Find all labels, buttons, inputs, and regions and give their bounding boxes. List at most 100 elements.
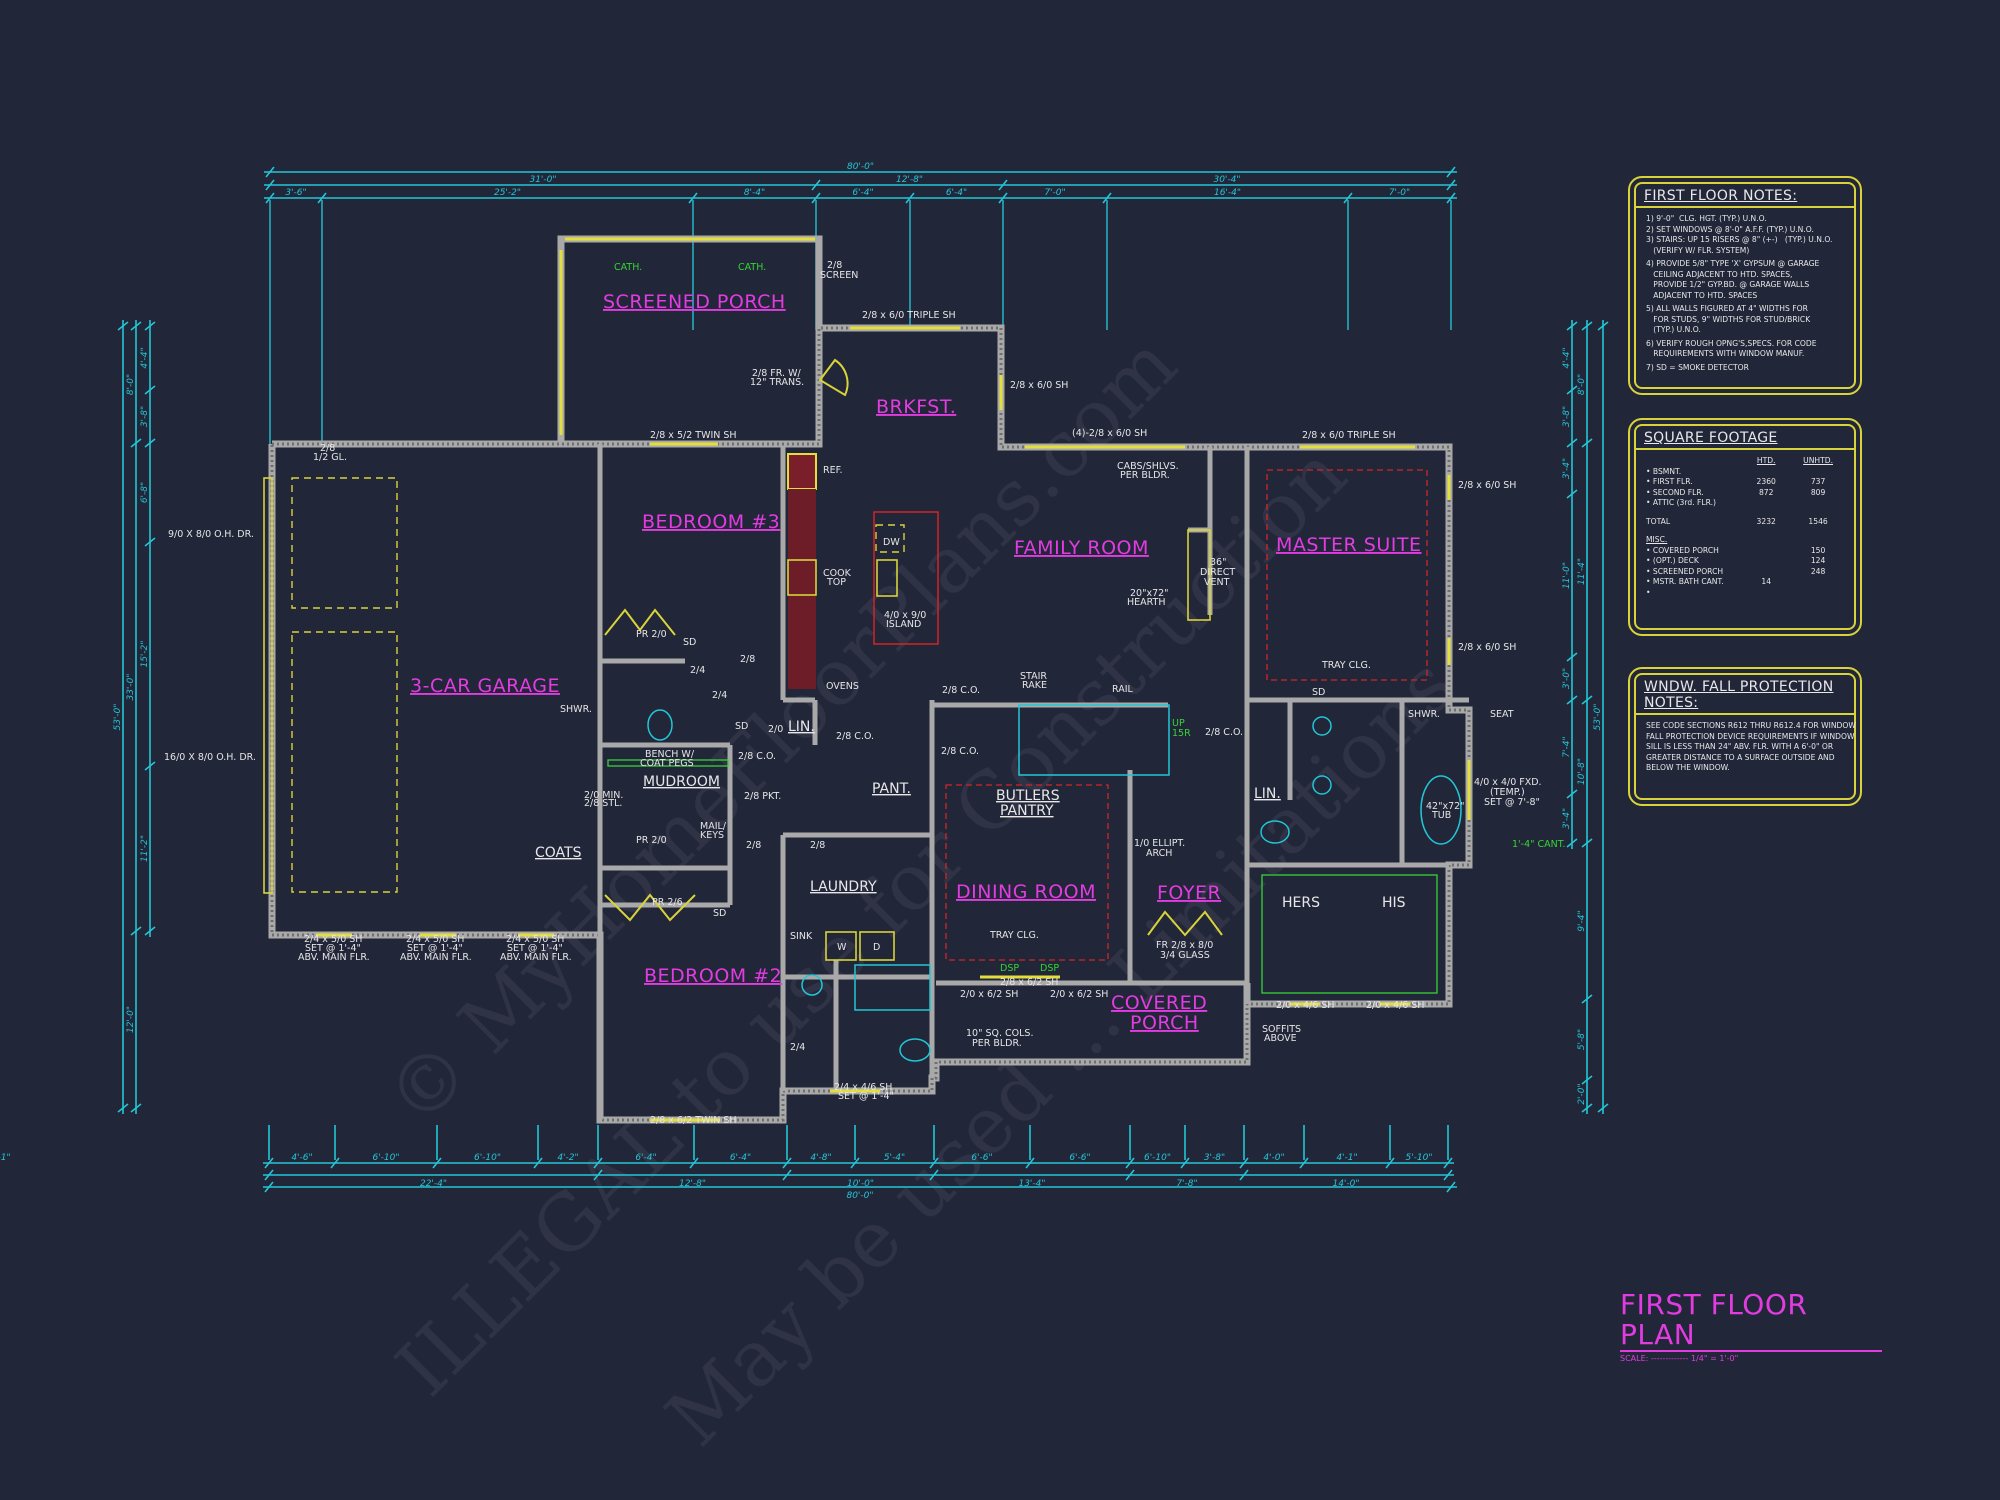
cath-note: CATH. xyxy=(614,262,642,273)
dimension-tick xyxy=(1566,789,1578,799)
dimension-label: 25'-2" xyxy=(494,188,521,198)
note: ISLAND xyxy=(886,619,921,630)
sqft-unhtd: 248 xyxy=(1810,566,1826,576)
dimension-tick xyxy=(130,1103,142,1113)
note-line: CEILING ADJACENT TO HTD. SPACES, xyxy=(1646,269,1793,279)
note-line: REQUIREMENTS WITH WINDOW MANUF. xyxy=(1646,349,1805,358)
note: 4/0 x 4/0 FXD. xyxy=(1474,777,1542,788)
note: 1/2 GL. xyxy=(313,452,347,463)
dimension-tick xyxy=(1566,695,1578,705)
dimension-tick xyxy=(998,179,1008,191)
note: 2/8 C.O. xyxy=(1205,727,1243,738)
fall-note-line: SEE CODE SECTIONS R612 THRU R612.4 FOR W… xyxy=(1646,721,1856,730)
note: DIRECT xyxy=(1200,567,1235,578)
dimension-tick xyxy=(1581,1103,1593,1113)
dimension-label: 5'-10" xyxy=(1405,1153,1432,1163)
dimension-tick xyxy=(330,1157,340,1169)
dryer-icon xyxy=(859,931,895,961)
note-line: 5) ALL WALLS FIGURED AT 4" WIDTHS FOR xyxy=(1646,304,1808,313)
note-line: 3) STAIRS: UP 15 RISERS @ 8" (+-) (TYP.)… xyxy=(1646,235,1833,244)
square-footage-title: SQUARE FOOTAGE xyxy=(1636,426,1854,450)
room-label-brkfst: BRKFST. xyxy=(876,396,956,418)
stair xyxy=(1018,704,1170,776)
dimension-tick xyxy=(1597,321,1609,331)
col-htd: HTD. xyxy=(1756,456,1776,465)
note-line: FOR STUDS, 9" WIDTHS FOR STUD/BRICK xyxy=(1646,314,1811,324)
first-floor-notes-panel: FIRST FLOOR NOTES: 1) 9'-0" CLG. HGT. (T… xyxy=(1628,176,1862,395)
up-note: UP xyxy=(1172,718,1185,729)
dimension-label: 4'-1" xyxy=(1336,1153,1357,1163)
note: 2/8 x 6/2 SH xyxy=(1000,977,1058,988)
sqft-unhtd xyxy=(1792,467,1844,478)
sqft-label: • FIRST FLR. xyxy=(1646,477,1693,486)
pr-door-icon-2 xyxy=(604,893,696,922)
dimension-tick xyxy=(593,1169,603,1181)
dimension-label: 6'-10" xyxy=(1144,1153,1171,1163)
smoke-detector: SD xyxy=(1312,687,1325,698)
note-line: 2) SET WINDOWS @ 8'-0" A.F.F. (TYP.) U.N… xyxy=(1646,224,1814,234)
note: KEYS xyxy=(700,830,724,841)
label-mudroom: MUDROOM xyxy=(643,774,720,790)
note: 2/4 x 5/0 SH xyxy=(506,934,564,945)
dimension-tick xyxy=(1125,1157,1135,1169)
cant-note: 1'-4" CANT. xyxy=(1512,839,1565,850)
note: 2/4 xyxy=(690,665,705,676)
dimension-label: 5'-4" xyxy=(884,1153,905,1163)
label-his: HIS xyxy=(1382,895,1406,911)
dimension-tick xyxy=(117,1103,129,1113)
note: 2/8 STL. xyxy=(584,798,622,809)
note: (4)-2/8 x 6/0 SH xyxy=(1072,428,1147,439)
plan-scale: SCALE: ------------- 1/4" = 1'-0" xyxy=(1620,1354,1739,1363)
room-label-bedroom-2: BEDROOM #2 xyxy=(644,965,782,987)
label-linen-1: LIN. xyxy=(788,719,815,735)
scale-value: 1/4" = 1'-0" xyxy=(1690,1354,1739,1363)
note: PR 2/6 xyxy=(652,897,683,908)
sqft-label: • BSMNT. xyxy=(1646,466,1682,476)
lavatory-icon xyxy=(801,974,823,996)
dimension-label: 16'-4" xyxy=(1214,188,1241,198)
label-butlers: BUTLERS xyxy=(996,788,1060,804)
dimension-label: 11'-4" xyxy=(1577,558,1587,585)
sqft-label: • SCREENED PORCH xyxy=(1646,566,1724,576)
dimension-tick xyxy=(432,1157,442,1169)
dimension-tick xyxy=(265,179,275,191)
dimension-label: 6'-4" xyxy=(635,1153,656,1163)
dimension-tick xyxy=(593,1157,603,1169)
dimension-label: 22'-4" xyxy=(420,1179,447,1189)
note: OVENS xyxy=(826,681,859,692)
brkfst-door-icon xyxy=(818,358,849,397)
label-laundry: LAUNDRY xyxy=(810,879,877,895)
dimension-tick xyxy=(1566,489,1578,499)
note: (TEMP.) xyxy=(1490,787,1525,798)
note: 2/4 x 5/0 SH xyxy=(304,934,362,945)
note: ABV. MAIN FLR. xyxy=(400,952,472,963)
dimension-tick xyxy=(1581,838,1593,848)
dining-tray-ceiling xyxy=(945,784,1109,961)
cath-note: CATH. xyxy=(738,262,766,273)
dimension-tick xyxy=(1239,1157,1249,1169)
note: ABOVE xyxy=(1264,1033,1297,1044)
refrigerator xyxy=(787,453,817,490)
bathtub-icon xyxy=(854,964,931,1011)
dimension-label: 12'-0" xyxy=(126,1006,136,1033)
sqft-row: • ATTIC (3rd. FLR.) xyxy=(1646,498,1844,509)
note: PR 2/0 xyxy=(636,629,667,640)
sqft-htd xyxy=(1740,498,1792,509)
dimension-label: 11'-0" xyxy=(1562,562,1572,589)
note: CABS/SHLVS. xyxy=(1117,461,1179,472)
smoke-detector: SD xyxy=(713,908,726,919)
sqft-label: • xyxy=(1646,587,1651,597)
note: RAIL xyxy=(1112,684,1134,695)
note: ABV. MAIN FLR. xyxy=(500,952,572,963)
dimension-label: 10'-0" xyxy=(847,1179,874,1189)
dimension-label: 53'-0" xyxy=(113,703,123,730)
sqft-unhtd: 1546 xyxy=(1808,516,1828,526)
dimension-tick xyxy=(130,438,142,448)
smoke-detector: SD xyxy=(735,721,748,732)
dimension-tick xyxy=(265,166,275,178)
sqft-unhtd xyxy=(1792,498,1844,509)
dimension-tick xyxy=(1385,1157,1395,1169)
